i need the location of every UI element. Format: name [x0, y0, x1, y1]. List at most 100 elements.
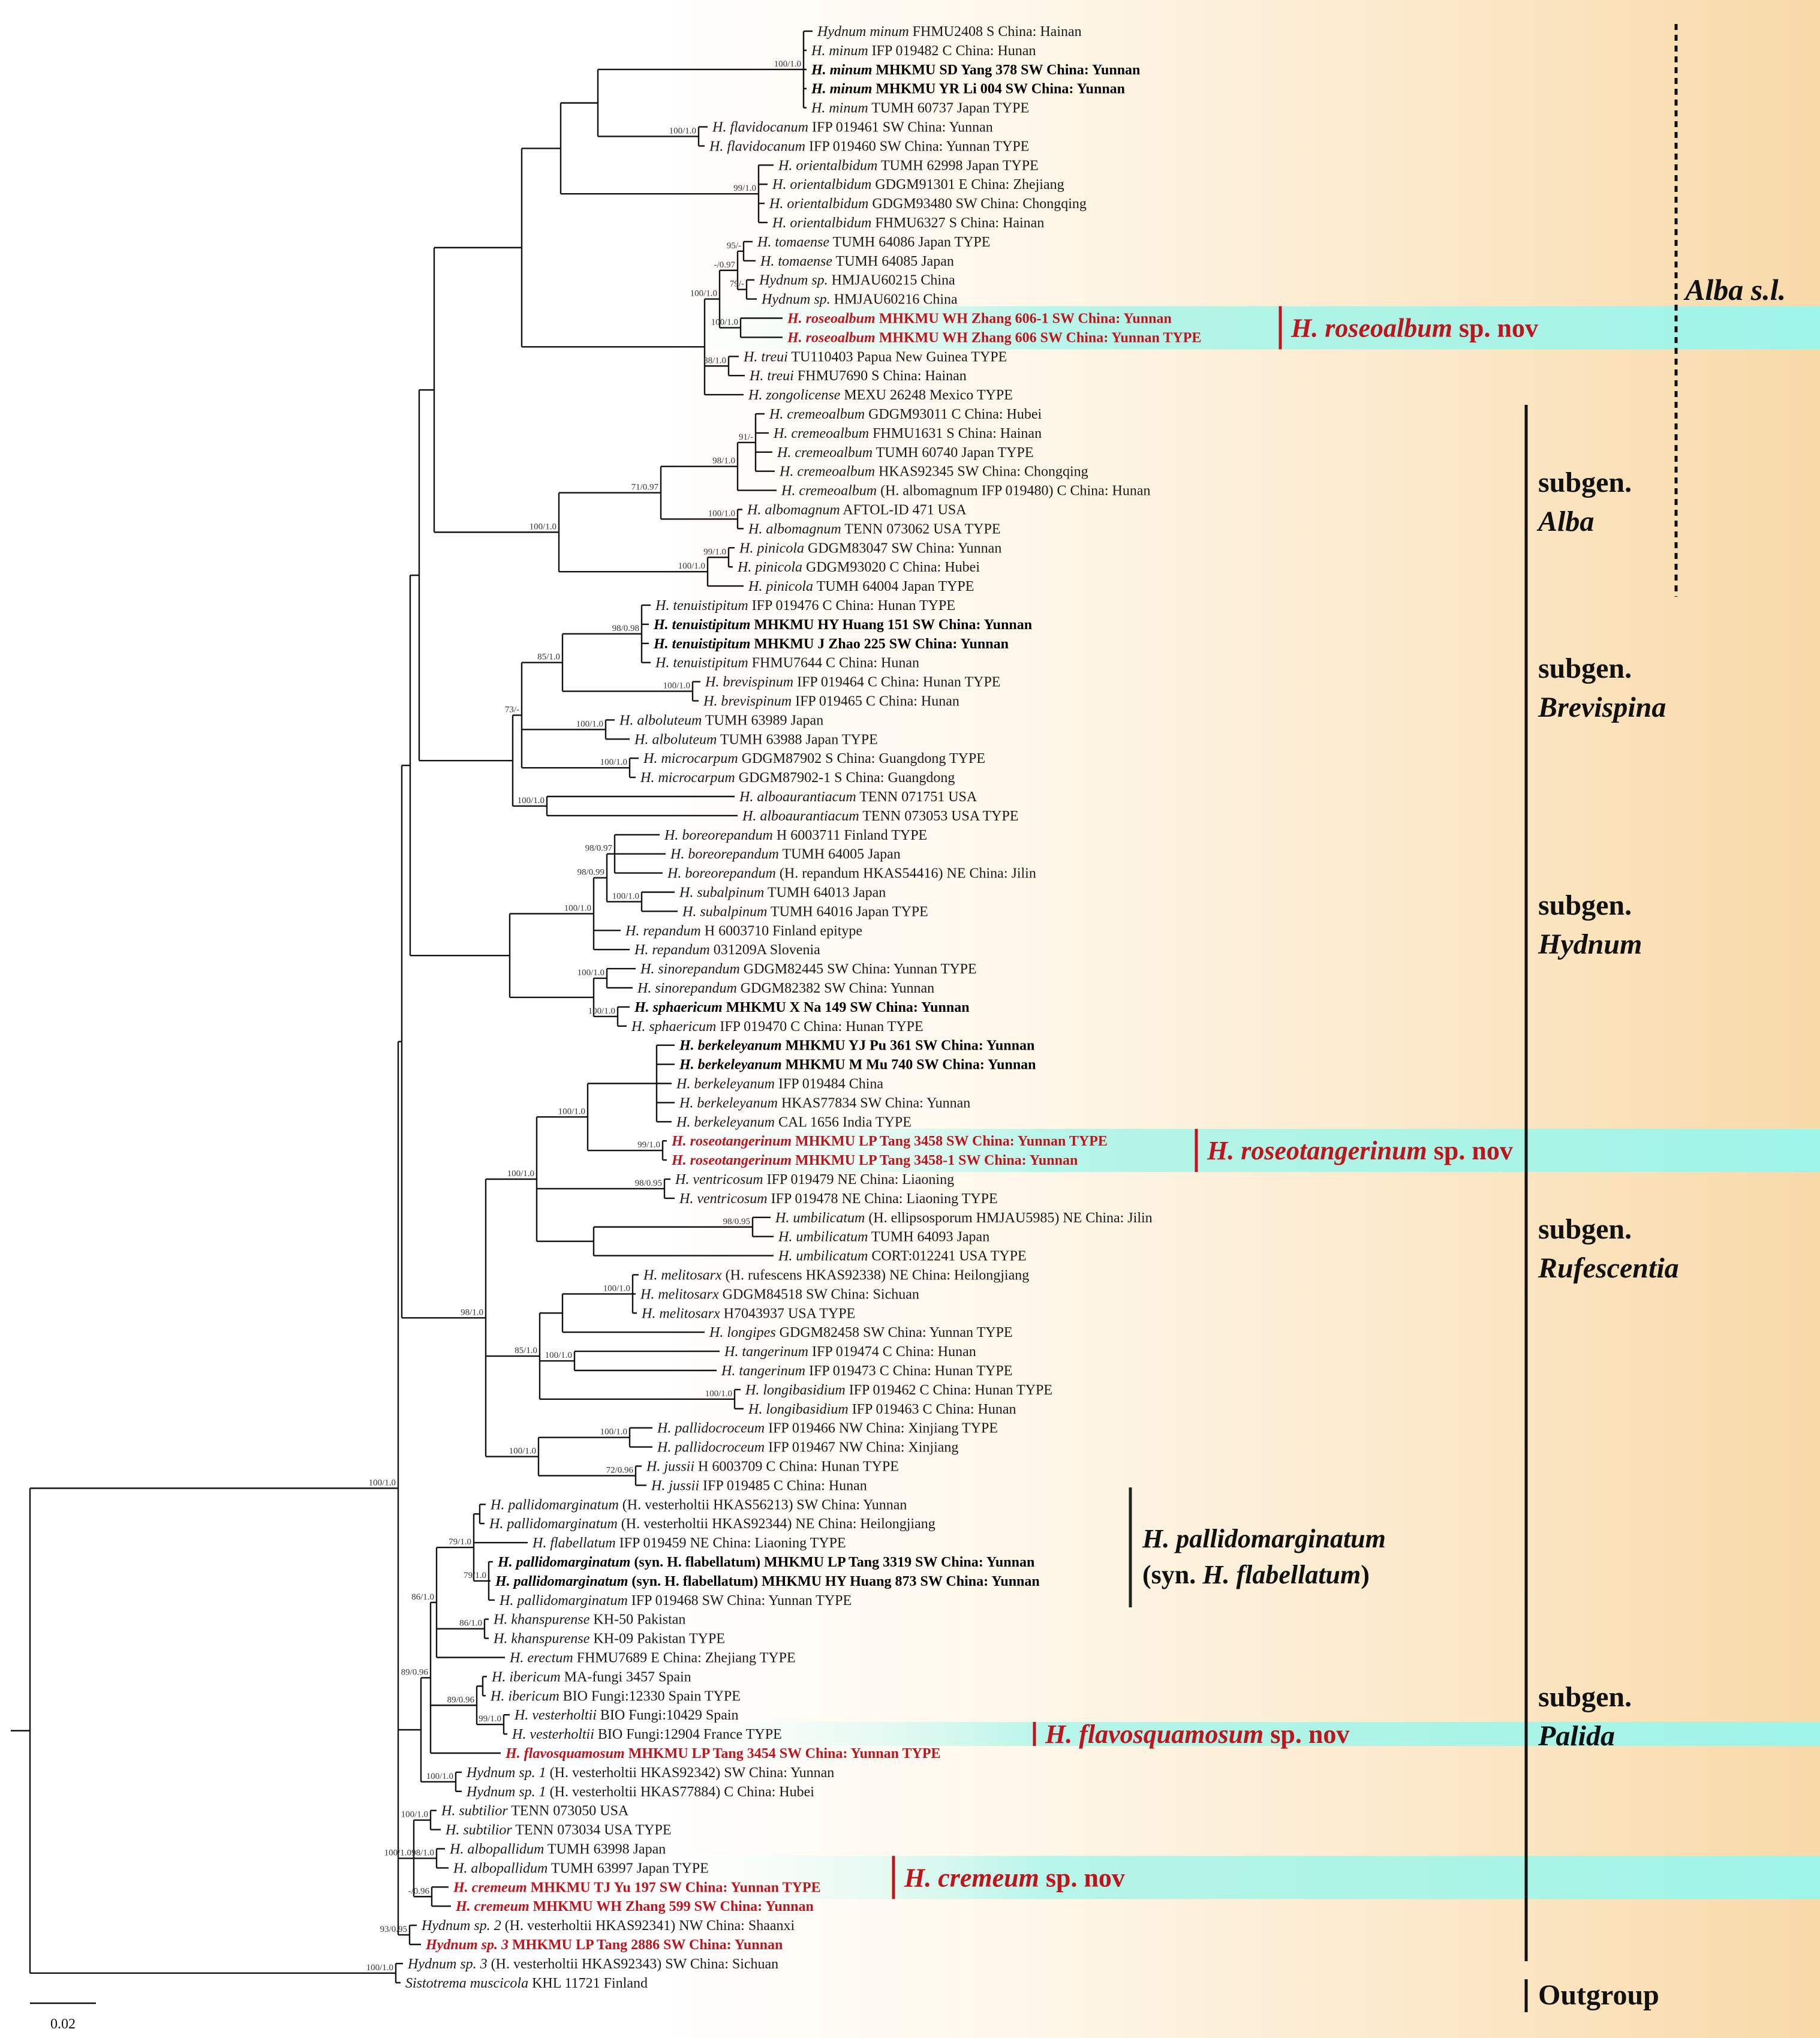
support-value: 100/1.0	[600, 758, 627, 767]
support-value: 100/1.0	[711, 317, 738, 327]
specimen-info: IFP 019476 C China: Hunan TYPE	[748, 598, 955, 614]
tip-label: H. orientalbidum GDGM93480 SW China: Cho…	[769, 196, 1087, 212]
tip-label: H. pinicola GDGM83047 SW China: Yunnan	[739, 540, 1001, 556]
tip-label: H. sinorepandum GDGM82445 SW China: Yunn…	[640, 961, 977, 977]
specimen-info: MA-fungi 3457 Spain	[561, 1669, 691, 1685]
new-species-highlight	[630, 1856, 1820, 1899]
specimen-info: MHKMU TJ Yu 197 SW China: Yunnan TYPE	[527, 1880, 821, 1895]
specimen-info: HKAS77834 SW China: Yunnan	[778, 1095, 970, 1111]
taxon-name: H. berkeleyanum	[679, 1038, 782, 1054]
support-value: 100/1.0	[705, 1389, 732, 1399]
support-value: 100/1.0	[518, 796, 545, 805]
tip-label: H. treui FHMU7690 S China: Hainan	[749, 368, 967, 384]
taxon-name: H. longipes	[709, 1325, 776, 1340]
tip-label: H. roseoalbum MHKMU WH Zhang 606-1 SW Ch…	[787, 311, 1172, 327]
taxon-name: H. orientalbidum	[772, 215, 871, 231]
taxon-name: H. cremeum	[455, 1899, 530, 1914]
support-value: -/0.97	[714, 260, 736, 270]
specimen-info: MHKMU HY Huang 151 SW China: Yunnan	[750, 617, 1032, 633]
clade-label-subgen: subgen.	[1538, 1681, 1632, 1713]
support-value: 100/1.0	[426, 1772, 453, 1781]
support-value: 85/1.0	[515, 1346, 537, 1355]
taxon-name: H. cremeoalbum	[773, 426, 869, 441]
tip-label: H. melitosarx H7043937 USA TYPE	[641, 1306, 855, 1321]
specimen-info: MHKMU WH Zhang 606-1 SW China: Yunnan	[876, 311, 1172, 327]
new-species-highlight	[630, 1722, 1820, 1747]
tip-label: H. berkeleyanum HKAS77834 SW China: Yunn…	[679, 1095, 970, 1111]
tip-label: H. tangerinum IFP 019473 C China: Hunan …	[721, 1363, 1012, 1379]
new-species-name: H. roseotangerinum	[1207, 1136, 1427, 1165]
tip-label: H. repandum 031209A Slovenia	[634, 942, 820, 958]
taxon-name: H. albomagnum	[747, 503, 840, 518]
specimen-info: 031209A Slovenia	[710, 942, 820, 958]
specimen-info: MHKMU LP Tang 2886 SW China: Yunnan	[509, 1937, 783, 1953]
tip-label: H. flabellatum IFP 019459 NE China: Liao…	[532, 1535, 846, 1551]
taxon-name: H. berkeleyanum	[676, 1114, 775, 1130]
taxon-name: H. tomaense	[757, 235, 829, 250]
tip-label: Hydnum sp. 2 (H. vesterholtii HKAS92341)…	[421, 1918, 795, 1934]
taxon-name: Sistotrema muscicola	[405, 1976, 528, 1991]
specimen-info: MHKMU WH Zhang 599 SW China: Yunnan	[530, 1899, 814, 1914]
taxon-name: H. umbilicatum	[778, 1230, 868, 1245]
specimen-info: TUMH 63998 Japan	[544, 1842, 666, 1857]
taxon-name: H. flabellatum	[532, 1535, 616, 1551]
taxon-name: H. albopallidum	[449, 1842, 544, 1857]
tip-label: H. berkeleyanum CAL 1656 India TYPE	[676, 1114, 911, 1130]
tip-label: H. boreorepandum (H. repandum HKAS54416)…	[667, 866, 1036, 882]
support-value: 99/1.0	[703, 547, 726, 557]
taxon-name: H. berkeleyanum	[679, 1057, 782, 1073]
support-value: 98/1.0	[461, 1307, 483, 1317]
taxon-name: H. roseotangerinum	[671, 1153, 792, 1168]
taxon-name: H. boreorepandum	[664, 828, 773, 843]
taxon-name: H. ibericum	[491, 1669, 561, 1685]
specimen-info: FHMU1631 S China: Hainan	[869, 426, 1042, 441]
taxon-name: H. minum	[811, 82, 872, 97]
specimen-info: (H. vesterholtii HKAS92342) SW China: Yu…	[546, 1765, 835, 1781]
specimen-info: (H. repandum HKAS54416) NE China: Jilin	[776, 866, 1036, 882]
specimen-info: MHKMU M Mu 740 SW China: Yunnan	[782, 1057, 1036, 1073]
specimen-info: TUMH 60740 Japan TYPE	[873, 445, 1033, 461]
tip-label: Hydnum minum FHMU2408 S China: Hainan	[817, 24, 1082, 40]
tip-label: H. khanspurense KH-50 Pakistan	[493, 1612, 685, 1628]
tip-label: H. alboluteum TUMH 63988 Japan TYPE	[634, 732, 878, 747]
specimen-info: (H. vesterholtii HKAS92344) NE China: He…	[618, 1516, 935, 1532]
taxon-name: H. minum	[811, 101, 868, 116]
taxon-name: H. brevispinum	[703, 694, 792, 710]
support-value: 79/1.0	[449, 1537, 471, 1547]
specimen-info: MEXU 26248 Mexico TYPE	[840, 387, 1013, 403]
support-value: 71/0.97	[631, 483, 659, 492]
taxon-name: Hydnum sp.	[759, 273, 828, 288]
specimen-info: TENN 073050 USA	[508, 1803, 629, 1819]
taxon-name: H. cremeoalbum	[779, 464, 875, 480]
support-value: 95/-	[727, 241, 741, 251]
taxon-name: H. ibericum	[490, 1688, 559, 1704]
tip-label: H. pallidomarginatum (syn. H. flabellatu…	[497, 1555, 1034, 1570]
tip-label: H. cremeoalbum HKAS92345 SW China: Chong…	[779, 464, 1088, 480]
tip-label: H. longibasidium IFP 019463 C China: Hun…	[748, 1402, 1016, 1417]
taxon-name: H. melitosarx	[643, 1268, 722, 1283]
tip-label: Hydnum sp. 1 (H. vesterholtii HKAS77884)…	[466, 1784, 814, 1800]
taxon-name: H. khanspurense	[493, 1631, 590, 1647]
tip-label: H. minum IFP 019482 C China: Hunan	[811, 43, 1036, 59]
flavosquamosum-label: H. flavosquamosum sp. nov	[1045, 1720, 1349, 1749]
specimen-info: GDGM93011 C China: Hubei	[865, 407, 1042, 422]
specimen-info: IFP 019465 C China: Hunan	[792, 694, 959, 710]
taxon-name: H. subtilior	[441, 1803, 508, 1819]
taxon-name: H. pallidomarginatum	[497, 1555, 630, 1570]
support-value: 100/1.0	[401, 1810, 428, 1820]
support-value: 99/1.0	[479, 1714, 501, 1724]
tip-label: H. flavosquamosum MHKMU LP Tang 3454 SW …	[505, 1746, 941, 1762]
support-value: 100/1.0	[690, 289, 717, 299]
tip-labels: Hydnum minum FHMU2408 S China: Hainan H. …	[405, 24, 1201, 1991]
taxon-name: H. alboaurantiacum	[739, 789, 856, 805]
taxon-name: H. subalpinum	[679, 885, 764, 901]
support-value: 100/1.0	[663, 681, 690, 691]
taxon-name: H. roseotangerinum	[671, 1134, 792, 1149]
specimen-info: H 6003711 Finland TYPE	[773, 828, 927, 843]
specimen-info: FHMU7644 C China: Hunan	[748, 656, 919, 671]
tip-label: H. ventricosum IFP 019479 NE China: Liao…	[675, 1172, 954, 1188]
new-species-name: H. cremeum	[904, 1863, 1039, 1892]
specimen-info: GDGM83047 SW China: Yunnan	[804, 540, 1001, 556]
specimen-info: MHKMU LP Tang 3454 SW China: Yunnan TYPE	[625, 1746, 941, 1762]
specimen-info: MHKMU J Zhao 225 SW China: Yunnan	[750, 636, 1009, 652]
